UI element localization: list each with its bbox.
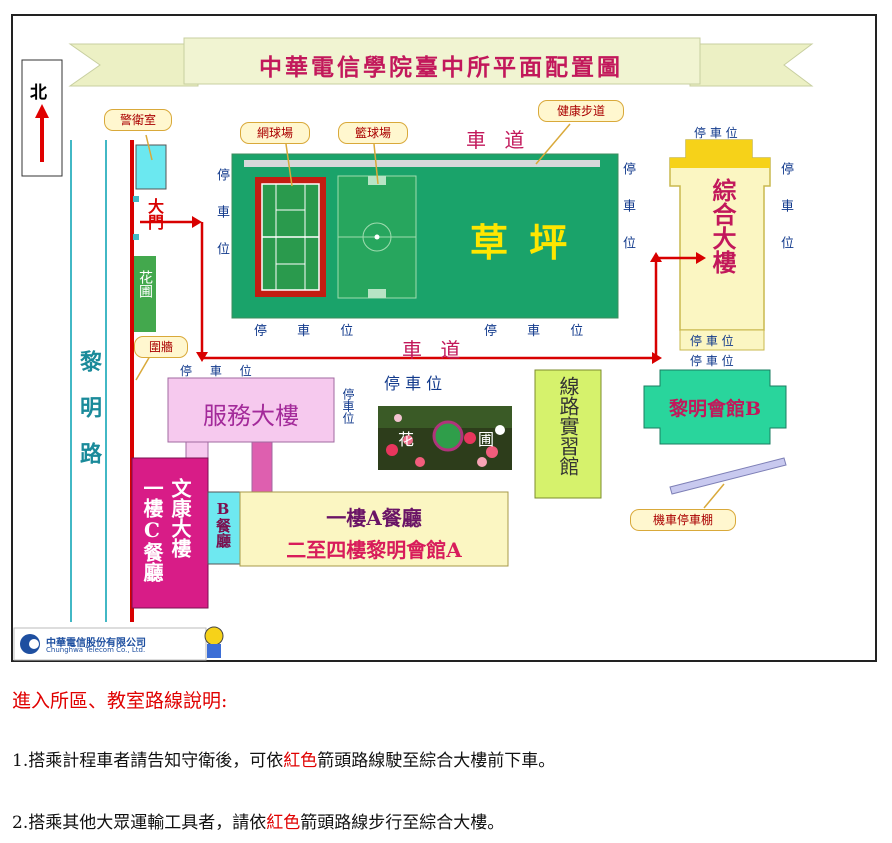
complex-building-label: 綜合大樓 [708, 178, 737, 274]
motorcycle-shed-callout: 機車停車棚 [630, 509, 736, 531]
line-practice-hall-label: 線路實習館 [556, 376, 580, 476]
parking-right-field: 停車位 [620, 162, 635, 273]
parking-bottom-complex-2: 停 車 位 [690, 354, 734, 368]
flower-bed-center-label-left: 花 [398, 430, 415, 449]
liming-hall-b-label: 黎明會館B [668, 398, 762, 420]
instruction-line-1-pre: 1.搭乘計程車者請告知守衛後，可依 [12, 751, 284, 771]
instructions-heading: 進入所區、教室路線說明: [12, 690, 228, 712]
logo-name: 中華電信股份有限公司 [46, 638, 146, 649]
cafeteria-a-block [239, 491, 509, 567]
red-route [140, 216, 706, 364]
parking-under-field-right: 停 車 位 [484, 324, 584, 339]
cafeteria-b-label: B餐廳 [214, 500, 232, 548]
liming-road-label: 黎明路 [76, 350, 102, 488]
parking-center: 停 車 位 [384, 374, 443, 393]
parking-service-right: 停車位 [341, 388, 355, 424]
wall-callout: 圍牆 [134, 336, 188, 358]
logo-box [13, 627, 207, 661]
liming-hall-a-label: 二至四樓黎明會館A [286, 538, 462, 562]
flower-bed-center [378, 406, 512, 470]
parking-top-complex: 停 車 位 [694, 126, 738, 140]
instruction-line-2-post: 箭頭路線步行至綜合大樓。 [300, 813, 505, 833]
walkway-callout: 健康步道 [538, 100, 624, 122]
basketball-court-callout: 籃球場 [338, 122, 408, 144]
road-top-label: 車 道 [466, 128, 531, 152]
instruction-line-2: 2.搭乘其他大眾運輸工具者，請依紅色箭頭路線步行至綜合大樓。 [12, 808, 504, 833]
guard-room-callout: 警衛室 [104, 109, 172, 131]
service-building-label: 服務大樓 [203, 402, 299, 430]
instruction-line-2-red: 紅色 [266, 813, 301, 833]
cafeteria-c-label: 一樓C餐廳 [140, 478, 164, 582]
tennis-court-callout: 網球場 [240, 122, 310, 144]
flower-bed-left-label: 花圃 [137, 270, 153, 298]
gate-label: 大門 [145, 198, 164, 230]
instruction-line-2-pre: 2.搭乘其他大眾運輸工具者，請依 [12, 813, 267, 833]
parking-under-field-left: 停 車 位 [254, 324, 354, 339]
flower-bed-center-label-right: 圃 [478, 430, 495, 449]
north-label: 北 [30, 83, 47, 103]
parking-right-complex: 停車位 [778, 162, 793, 273]
liming-hall-b [643, 369, 787, 445]
title-banner [68, 37, 814, 87]
cafeteria-a-label: 一樓A餐廳 [326, 506, 422, 530]
instruction-line-1-red: 紅色 [283, 751, 318, 771]
logo-english: Chunghwa Telecom Co., Ltd. [46, 646, 146, 654]
flower-bed-left [134, 256, 156, 332]
map-title: 中華電信學院臺中所平面配置圖 [259, 54, 623, 81]
parking-bottom-complex-1: 停 車 位 [690, 334, 734, 348]
lawn-label: 草 坪 [470, 220, 572, 265]
parking-left-field: 停車位 [214, 168, 229, 279]
instruction-line-1: 1.搭乘計程車者請告知守衛後，可依紅色箭頭路線駛至綜合大樓前下車。 [12, 746, 555, 771]
guard-room [135, 144, 167, 190]
line-practice-hall [534, 369, 602, 499]
culture-building-label: 文康大樓 [168, 478, 192, 558]
complex-building [669, 139, 771, 351]
instruction-line-1-post: 箭頭路線駛至綜合大樓前下車。 [317, 751, 556, 771]
service-building [167, 377, 335, 443]
parking-service-top: 停 車 位 [180, 364, 252, 378]
title-banner-text-wrap: 中華電信學院臺中所平面配置圖 [68, 40, 814, 92]
culture-building [131, 457, 209, 609]
road-middle-label: 車 道 [402, 338, 467, 362]
motorcycle-shed [669, 457, 787, 495]
mascot-icon [204, 626, 224, 658]
